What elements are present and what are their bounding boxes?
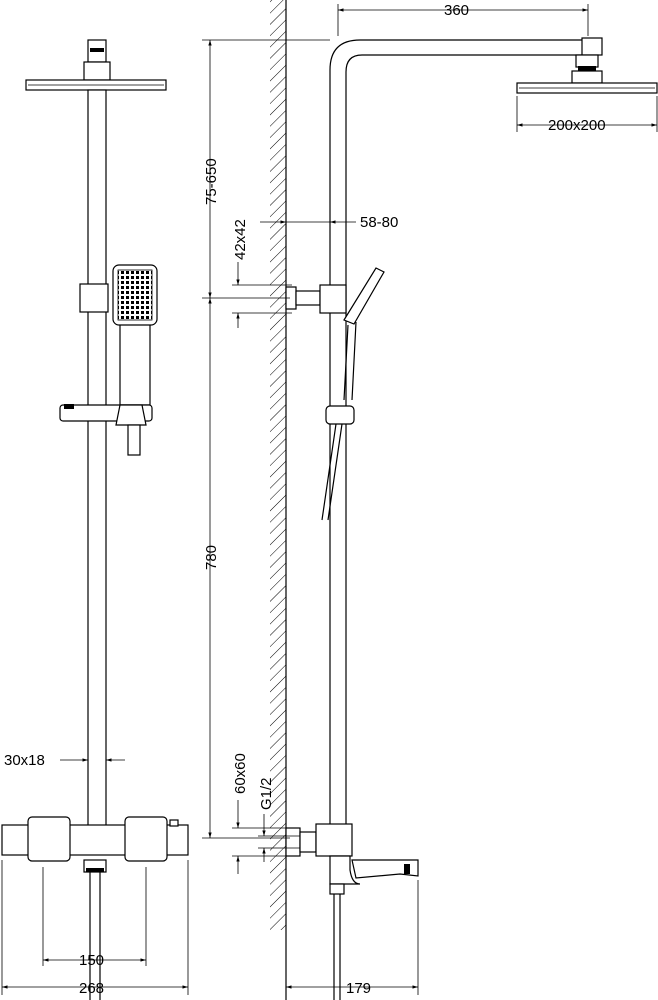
front-head-joint [83, 61, 111, 81]
side-view: 360 200x200 75-650 58-80 42x42 780 60x60 [202, 2, 658, 1000]
side-mixer-flange [285, 827, 301, 857]
side-hand-shower-head [343, 267, 385, 325]
bracket-tab [64, 404, 74, 409]
front-hose [89, 872, 101, 1000]
dim-mixer-width: 268 [79, 980, 104, 997]
dim-thread: G1/2 [258, 777, 275, 810]
front-left-handle [27, 816, 71, 862]
side-mixer-connector [299, 831, 317, 853]
front-right-handle [124, 816, 168, 862]
side-connector-band [578, 66, 596, 71]
dim-top-width: 360 [444, 2, 469, 19]
dim-rail-length: 780 [203, 545, 220, 570]
front-hose-connector [115, 404, 147, 426]
side-slider [325, 405, 355, 425]
side-hand-shower-handle [343, 321, 357, 401]
side-mixer-bottom [329, 855, 361, 885]
hand-shower-nozzles [117, 269, 153, 321]
front-hose-stub [127, 424, 141, 456]
side-bath-spout [351, 859, 419, 879]
side-mixer-body [315, 823, 353, 857]
dim-head-size: 200x200 [548, 117, 606, 134]
front-outlet-band [86, 868, 104, 872]
dim-height-range: 75-650 [203, 158, 220, 205]
side-rail-outer [329, 39, 600, 830]
side-head-joint [571, 70, 603, 84]
dim-wall-offset: 58-80 [360, 214, 398, 231]
wall [270, 0, 287, 1000]
side-head-connector [575, 54, 599, 68]
side-hose-upper [321, 423, 343, 521]
side-rail-inner [345, 54, 582, 830]
front-mixer-button [169, 819, 179, 827]
front-holder-clamp [79, 283, 109, 313]
dim-projection: 179 [346, 980, 371, 997]
dim-bar-section: 30x18 [4, 752, 45, 769]
front-connector-band [90, 48, 104, 52]
side-outlet [329, 883, 345, 895]
side-arm-end [581, 37, 603, 56]
front-rail [87, 89, 107, 831]
spout-aerator [404, 864, 410, 874]
front-hand-shower-handle [119, 325, 151, 406]
dim-mixer-plate: 60x60 [232, 753, 249, 794]
side-hose-lower [333, 894, 341, 1000]
front-view: 30x18 150 268 [1, 39, 189, 1000]
dim-holder-size: 42x42 [232, 219, 249, 260]
dim-inlet-spacing: 150 [79, 952, 104, 969]
side-holder-clamp [319, 284, 347, 314]
wall-hatching [270, 0, 286, 930]
side-wall-arm [295, 290, 321, 306]
